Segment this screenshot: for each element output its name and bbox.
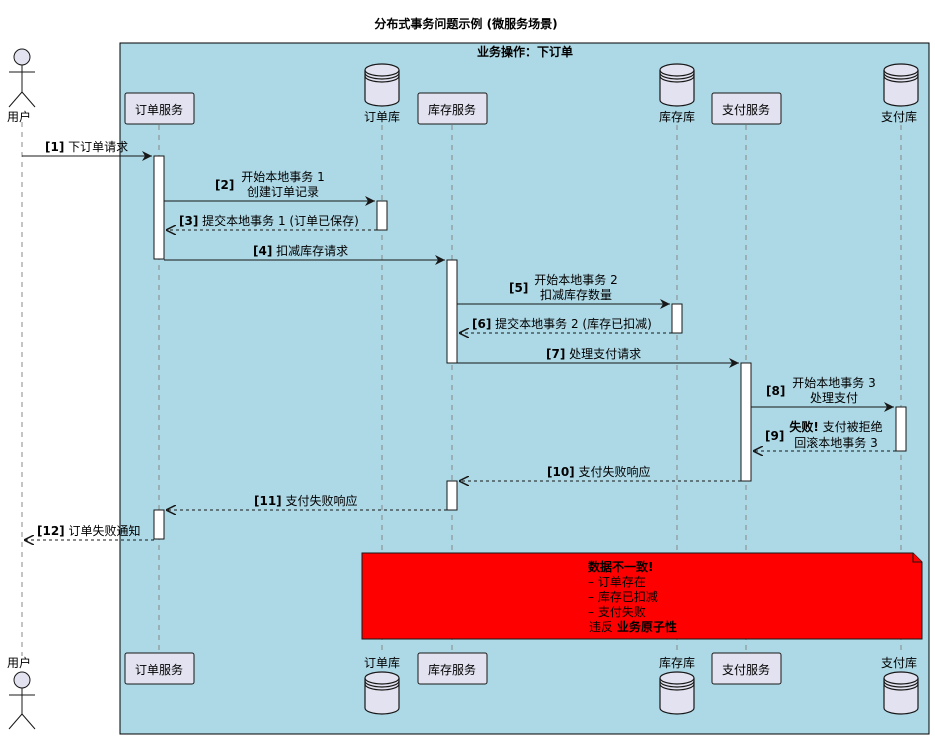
activations bbox=[153, 155, 907, 540]
message-5-line1: 开始本地事务 2 bbox=[534, 272, 617, 287]
inventory-db-icon-top bbox=[659, 63, 695, 107]
message-10-label: [10] 支付失败响应 bbox=[547, 464, 651, 479]
inventory-db-icon-bottom bbox=[659, 671, 695, 715]
message-2-num: [2] bbox=[215, 178, 234, 192]
note-line-4: – 支付失败 bbox=[588, 604, 646, 619]
inventory-service-box-top: 库存服务 bbox=[417, 92, 488, 125]
message-1-label: [1] 下订单请求 bbox=[45, 140, 128, 154]
diagram-title: 分布式事务问题示例 (微服务场景) bbox=[374, 16, 557, 31]
activation-payment-service bbox=[740, 362, 752, 482]
payment-db-icon-bottom bbox=[883, 671, 919, 715]
inconsistency-note: 数据不一致! – 订单存在 – 库存已扣减 – 支付失败 违反 业务原子性 bbox=[361, 552, 923, 640]
activation-order-service-1 bbox=[153, 155, 165, 260]
message-11-label: [11] 支付失败响应 bbox=[254, 493, 358, 508]
order-service-label-bottom: 订单服务 bbox=[135, 662, 183, 677]
message-4-label: [4] 扣减库存请求 bbox=[253, 243, 348, 258]
note-line-3: – 库存已扣减 bbox=[588, 589, 658, 604]
order-db-label-bottom: 订单库 bbox=[364, 655, 400, 670]
order-db-icon-top bbox=[364, 63, 400, 107]
message-12-label: [12] 订单失败通知 bbox=[37, 523, 141, 538]
note-line-1: 数据不一致! bbox=[588, 559, 653, 574]
message-9-line1: 失败! 支付被拒绝 bbox=[789, 419, 882, 434]
activation-order-db bbox=[376, 200, 388, 231]
order-service-box-top: 订单服务 bbox=[124, 92, 195, 125]
payment-db-label-bottom: 支付库 bbox=[881, 655, 917, 670]
order-db-label-top: 订单库 bbox=[364, 109, 400, 124]
inventory-service-label-top: 库存服务 bbox=[428, 102, 476, 117]
message-arrows bbox=[22, 151, 896, 540]
actor-user-bottom bbox=[8, 671, 36, 730]
actor-user-top bbox=[8, 48, 36, 108]
activation-inventory-service-1 bbox=[446, 259, 458, 364]
activation-inventory-db bbox=[671, 303, 683, 334]
payment-db-icon-top bbox=[883, 63, 919, 107]
payment-service-box-bottom: 支付服务 bbox=[711, 652, 782, 685]
activation-inventory-service-2 bbox=[446, 480, 458, 511]
activation-payment-db bbox=[895, 406, 907, 452]
group-label: 业务操作：下订单 bbox=[477, 44, 573, 59]
message-5-line2: 扣减库存数量 bbox=[540, 287, 612, 302]
order-service-label-top: 订单服务 bbox=[135, 102, 183, 117]
order-service-box-bottom: 订单服务 bbox=[124, 652, 195, 685]
inventory-service-box-bottom: 库存服务 bbox=[417, 652, 488, 685]
activation-order-service-2 bbox=[153, 509, 165, 540]
inventory-db-label-bottom: 库存库 bbox=[659, 655, 695, 670]
message-5-num: [5] bbox=[509, 281, 528, 295]
message-8-num: [8] bbox=[766, 384, 785, 398]
message-3-label: [3] 提交本地事务 1 (订单已保存) bbox=[179, 213, 359, 228]
payment-db-label-top: 支付库 bbox=[881, 109, 917, 124]
message-9-line2: 回滚本地事务 3 bbox=[794, 435, 877, 450]
actor-user-label-top: 用户 bbox=[7, 109, 31, 124]
message-6-label: [6] 提交本地事务 2 (库存已扣减) bbox=[472, 316, 652, 331]
message-2-line1: 开始本地事务 1 bbox=[241, 169, 324, 184]
actor-user-label-bottom: 用户 bbox=[7, 655, 31, 670]
payment-service-label-bottom: 支付服务 bbox=[722, 662, 770, 677]
message-2-line2: 创建订单记录 bbox=[247, 185, 319, 199]
note-line-2: – 订单存在 bbox=[588, 575, 646, 589]
payment-service-label-top: 支付服务 bbox=[722, 102, 770, 117]
payment-service-box-top: 支付服务 bbox=[711, 92, 782, 125]
inventory-service-label-bottom: 库存服务 bbox=[428, 662, 476, 677]
message-8-line1: 开始本地事务 3 bbox=[792, 375, 875, 390]
message-8-line2: 处理支付 bbox=[810, 391, 858, 405]
order-db-icon-bottom bbox=[364, 671, 400, 715]
inventory-db-label-top: 库存库 bbox=[659, 109, 695, 124]
message-labels: [1] 下订单请求 [2] 开始本地事务 1 创建订单记录 [3] 提交本地事务… bbox=[37, 140, 883, 538]
message-9-num: [9] bbox=[765, 429, 784, 443]
message-7-label: [7] 处理支付请求 bbox=[546, 347, 641, 361]
note-line-5: 违反 业务原子性 bbox=[589, 619, 677, 634]
